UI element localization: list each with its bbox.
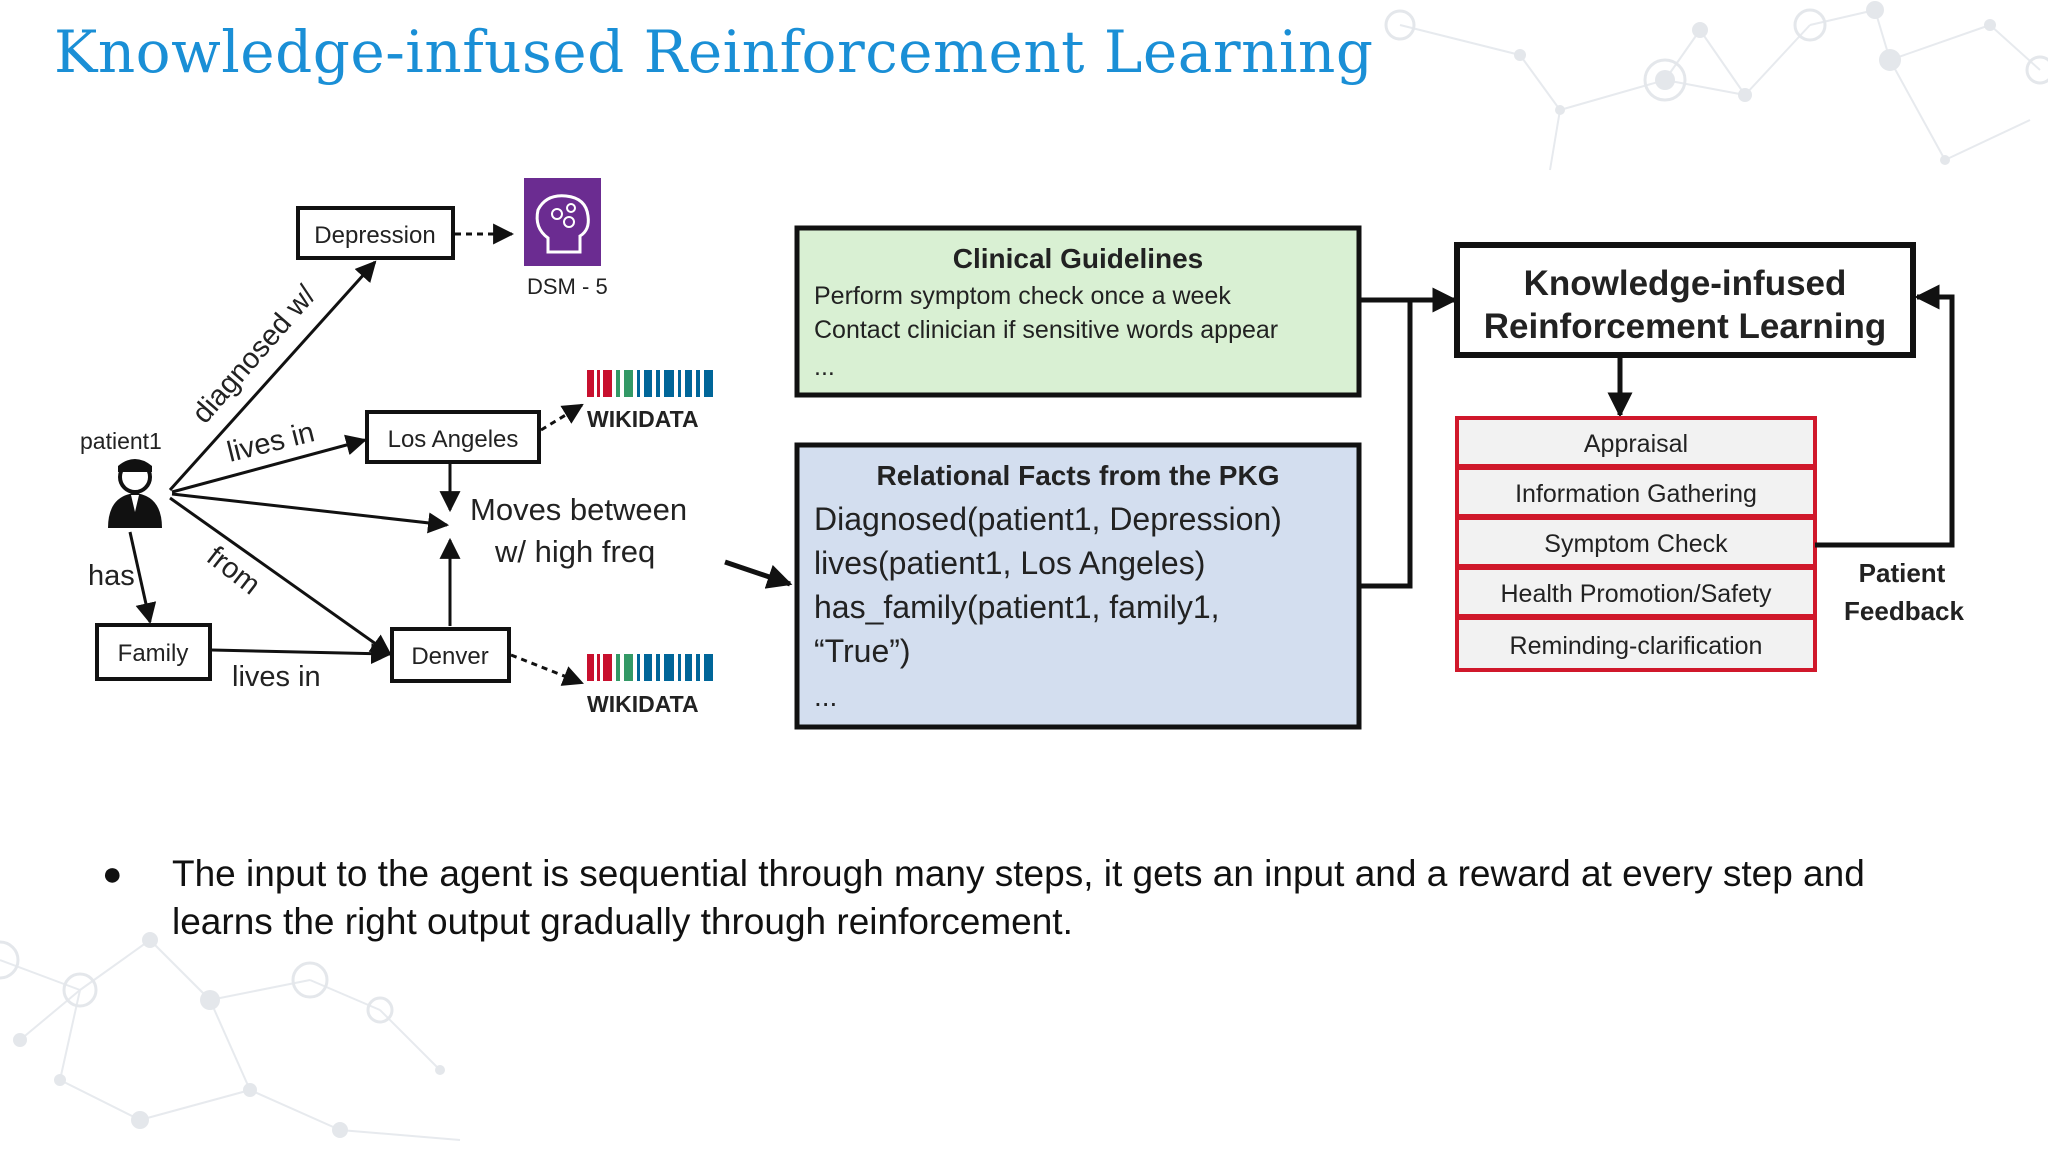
moves-between-line-1: Moves between: [470, 492, 687, 527]
edge-la-wikidata: [540, 403, 584, 432]
edge-label-has: has: [88, 560, 135, 592]
kirl-title-line-2: Reinforcement Learning: [1484, 307, 1887, 346]
connector-facts: [1359, 300, 1413, 589]
wikidata-logo-la: [587, 370, 713, 397]
edge-label-lives-in-la: lives in: [224, 416, 318, 468]
edge-label-diagnosed: diagnosed w/: [186, 279, 323, 430]
edge-diagnosed: [168, 260, 377, 492]
step-label: Health Promotion/Safety: [1501, 580, 1772, 608]
clinical-guideline-line: ...: [814, 353, 835, 381]
wikidata-label-denver: WIKIDATA: [587, 691, 699, 717]
clinical-guidelines-box: [794, 225, 1362, 398]
clinical-guidelines-title: Clinical Guidelines: [953, 243, 1204, 274]
bullet-dot: ●: [102, 855, 123, 893]
step-box: [1455, 466, 1817, 518]
edge-to-moves: [171, 492, 450, 534]
relational-facts-box: [794, 442, 1362, 730]
edge-from: [169, 496, 392, 656]
node-family: Family: [118, 640, 189, 667]
step-label: Appraisal: [1584, 430, 1688, 458]
edge-label-lives-in-denver: lives in: [232, 661, 321, 693]
bullet-item: ● The input to the agent is sequential t…: [100, 850, 1940, 946]
node-denver-box: [390, 627, 511, 683]
patient-label: patient1: [80, 428, 162, 454]
edge-label-from: from: [201, 540, 266, 601]
node-los-angeles: Los Angeles: [388, 426, 519, 453]
feedback-loop-arrow: [1815, 284, 1955, 548]
edge-denver-wikidata: [510, 653, 584, 686]
step-box: [1455, 566, 1817, 618]
patient-feedback-line-2: Feedback: [1844, 596, 1964, 626]
node-los-angeles-box: [365, 410, 541, 464]
relational-fact-line: “True”): [814, 633, 911, 669]
dsm5-logo: [524, 178, 601, 266]
step-box: [1455, 416, 1817, 468]
node-family-box: [95, 623, 212, 681]
bullet-list: ● The input to the agent is sequential t…: [100, 850, 1940, 946]
wikidata-label-la: WIKIDATA: [587, 406, 699, 432]
relational-fact-line: lives(patient1, Los Angeles): [814, 545, 1205, 581]
slide-title: Knowledge-infused Reinforcement Learning: [54, 18, 1374, 86]
dsm5-label: DSM - 5: [527, 274, 608, 299]
step-label: Symptom Check: [1544, 530, 1728, 558]
edge-has: [128, 531, 157, 625]
kirl-title-line-1: Knowledge-infused: [1524, 264, 1847, 303]
node-depression-box: [296, 206, 455, 260]
kirl-box: [1454, 242, 1916, 358]
arrow-graph-to-facts: [724, 559, 793, 589]
edge-lives-in-denver: [211, 643, 393, 665]
step-label: Information Gathering: [1515, 480, 1757, 508]
relational-fact-line: has_family(patient1, family1,: [814, 589, 1220, 625]
step-list: Appraisal Information Gathering Symptom …: [1455, 416, 1817, 672]
step-label: Reminding-clarification: [1510, 632, 1763, 660]
clinical-guideline-line: Contact clinician if sensitive words app…: [814, 316, 1278, 344]
node-depression: Depression: [314, 222, 435, 249]
relational-facts-title: Relational Facts from the PKG: [877, 460, 1280, 491]
patient-icon: [108, 459, 162, 528]
wikidata-logo-denver: [587, 654, 713, 681]
patient-feedback-line-1: Patient: [1859, 558, 1946, 588]
step-box: [1455, 616, 1817, 672]
bullet-text: The input to the agent is sequential thr…: [172, 853, 1865, 942]
node-denver: Denver: [411, 643, 488, 670]
relational-fact-line: ...: [814, 681, 837, 712]
relational-fact-line: Diagnosed(patient1, Depression): [814, 501, 1282, 537]
edge-lives-in-la: [171, 434, 368, 494]
moves-between-line-2: w/ high freq: [494, 534, 655, 569]
clinical-guideline-line: Perform symptom check once a week: [814, 282, 1231, 310]
